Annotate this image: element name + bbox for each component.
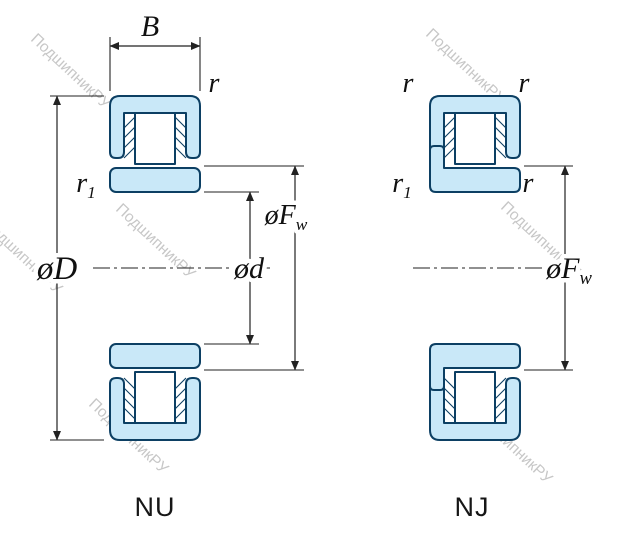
dim-label-width-B: B	[141, 10, 159, 43]
watermark-text: ПодшипникРУ	[112, 200, 198, 282]
nj-top-section	[429, 95, 521, 193]
dim-label-inner-corner-r1: r1	[76, 168, 96, 202]
dim-label-outer-diameter: øD	[36, 251, 78, 287]
dim-label-inner-corner-r1: r1	[392, 168, 412, 202]
dim-label-raceway-diameter: øFw	[545, 252, 592, 289]
nj-view: r r r1 r øFw NJ	[392, 68, 597, 522]
nu-view: B r r1 øD ød øFw NU	[31, 10, 312, 522]
dim-label-outer-corner-r-right: r	[519, 68, 530, 99]
nu-bottom-section	[109, 343, 201, 441]
dim-label-outer-corner-r: r	[209, 68, 220, 99]
watermark-text: ПодшипникРУ	[27, 30, 113, 112]
nu-top-section	[109, 95, 201, 193]
dim-label-outer-corner-r-left: r	[403, 68, 414, 99]
caption-nu: NU	[135, 492, 176, 522]
nj-bottom-section	[429, 343, 521, 441]
dim-label-bore-diameter: ød	[233, 252, 265, 285]
caption-nj: NJ	[455, 492, 490, 522]
dim-label-raceway-diameter: øFw	[264, 200, 308, 234]
dim-label-flange-corner-r: r	[523, 168, 534, 199]
